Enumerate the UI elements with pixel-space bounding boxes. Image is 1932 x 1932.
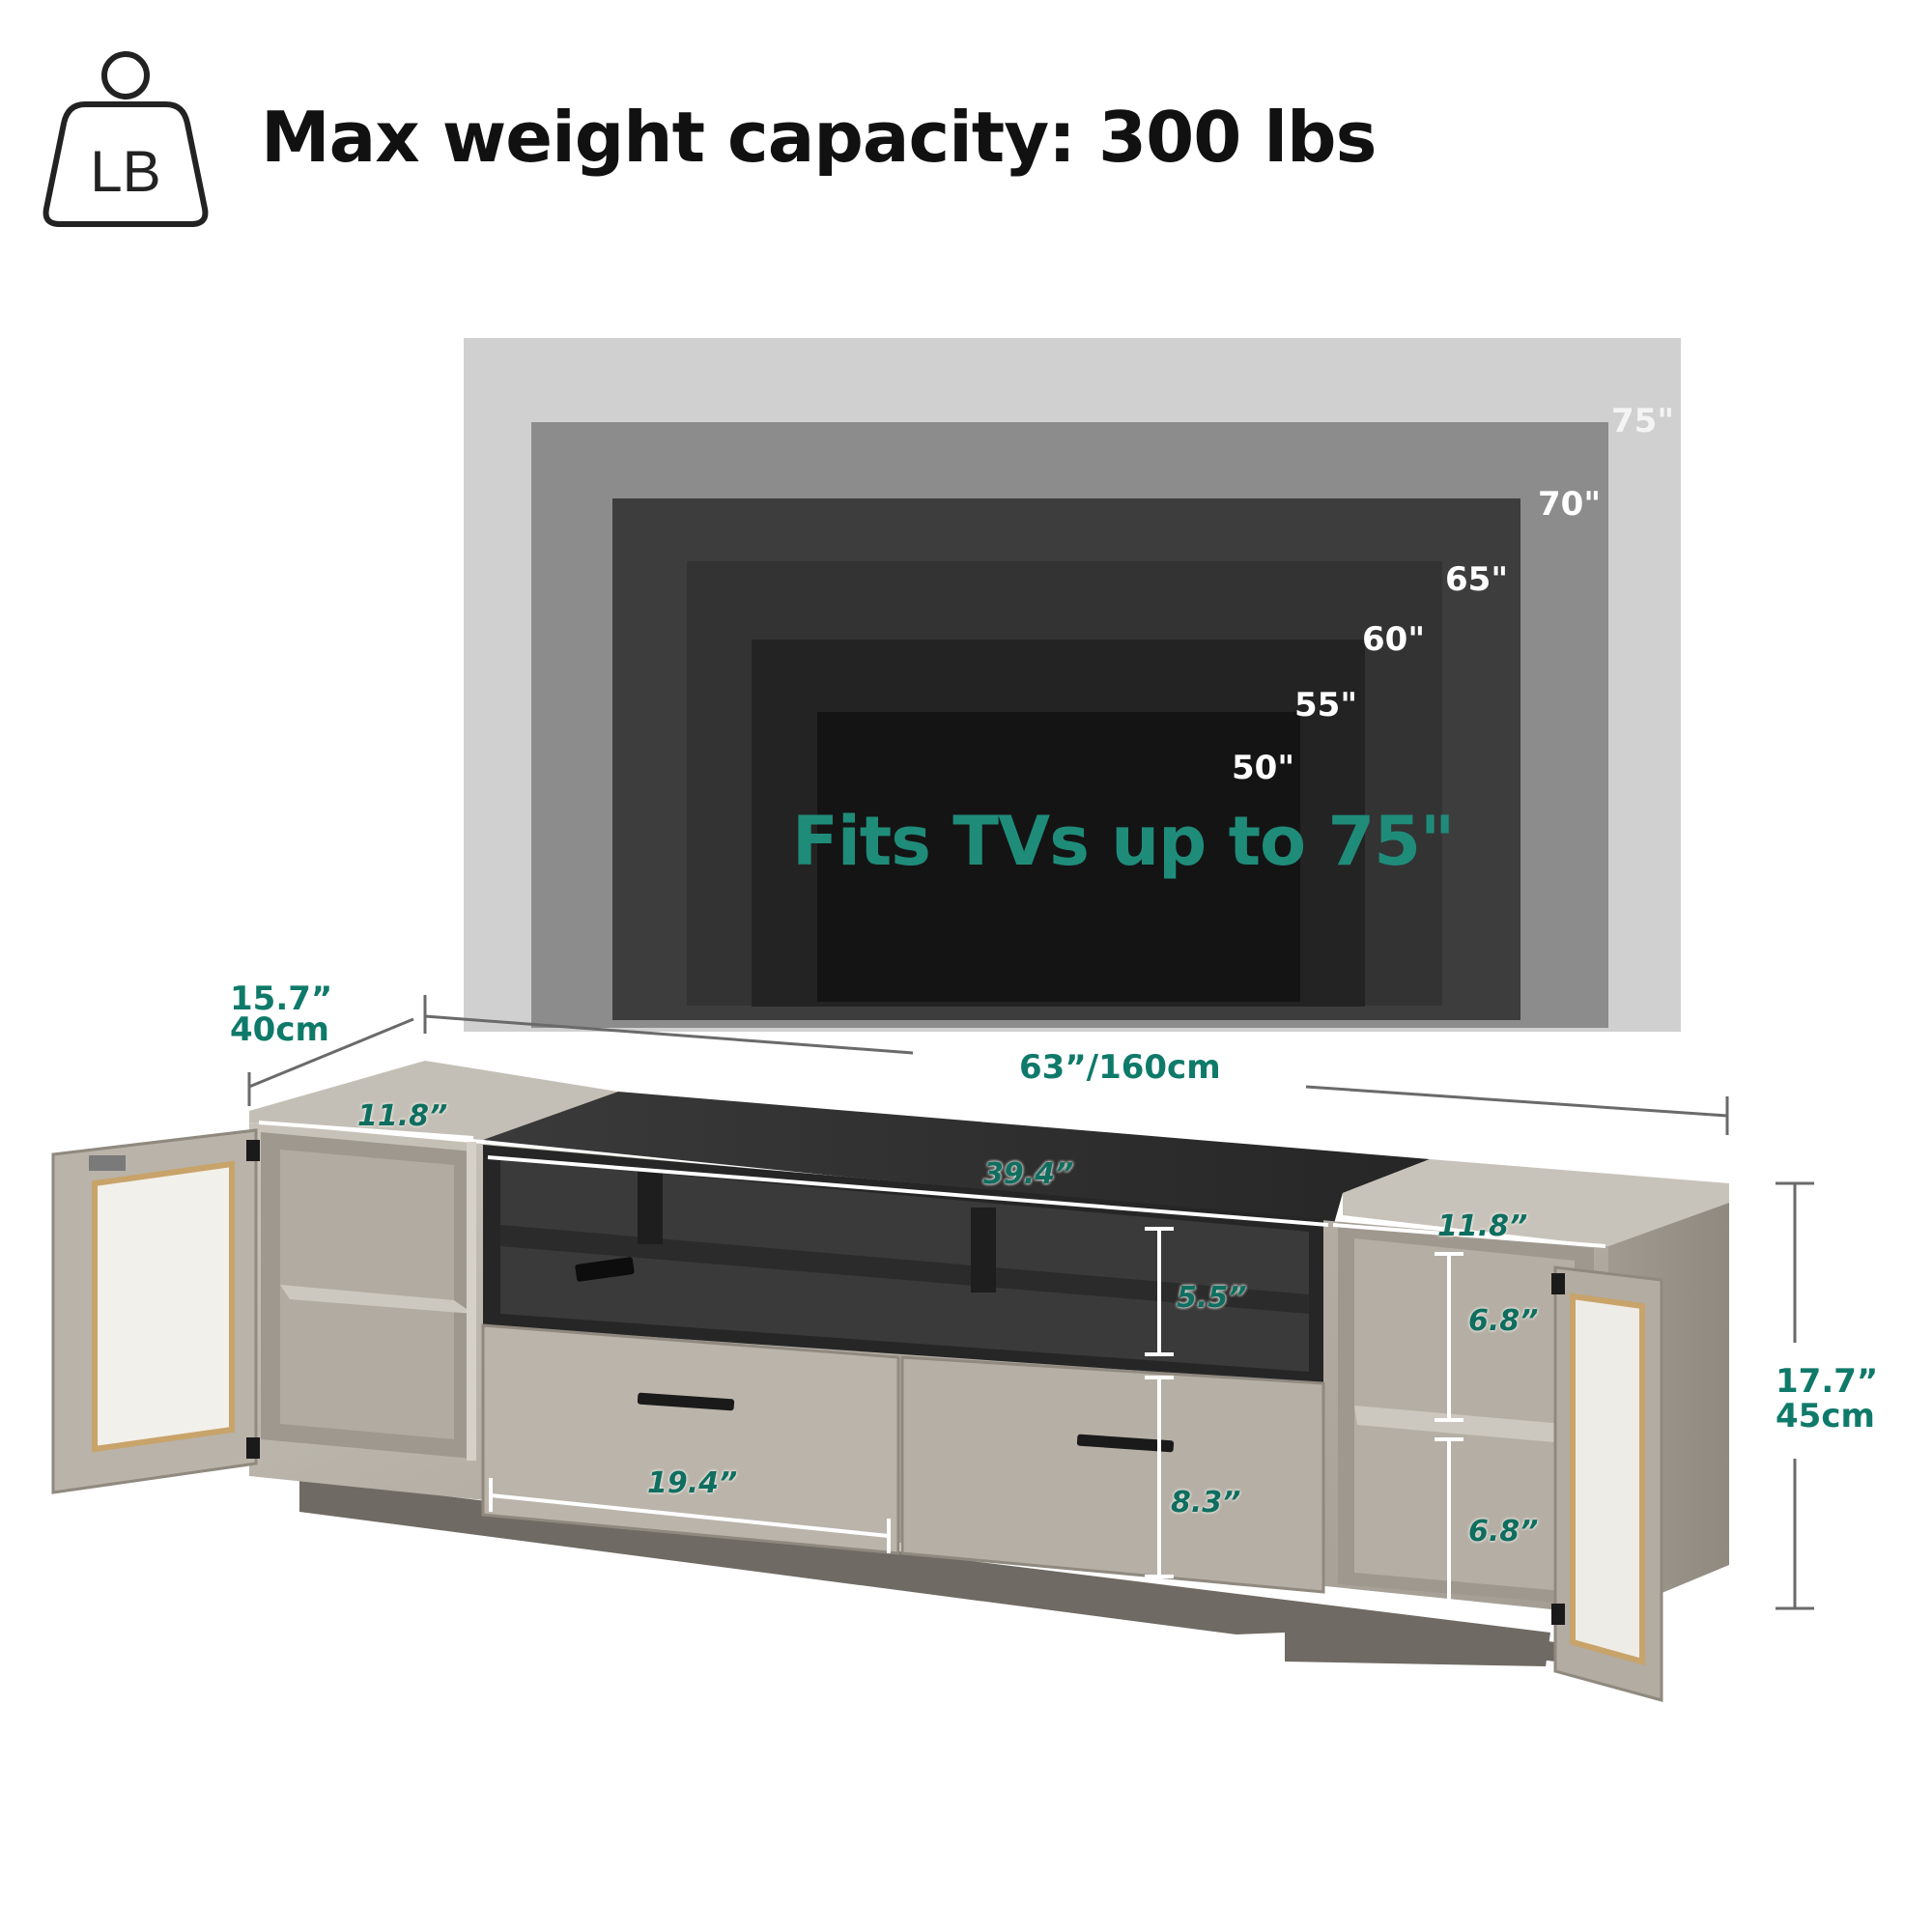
drawer-width-label: 19.4” <box>647 1466 738 1500</box>
left-drawer-handle <box>637 1392 735 1411</box>
right-door-hinge-top <box>1551 1273 1565 1294</box>
left-cabinet-width-label: 11.8” <box>357 1099 448 1133</box>
tv-size-label-60: 60" <box>1362 620 1426 659</box>
height-inches-label: 17.7” <box>1776 1362 1879 1401</box>
tv-stand-illustration <box>51 995 1814 1702</box>
open-shelf-height-label: 5.5” <box>1177 1281 1247 1315</box>
tv-size-label-50: 50" <box>1232 749 1295 787</box>
height-cm-label: 45cm <box>1776 1397 1875 1435</box>
tv-size-label-65: 65" <box>1445 560 1509 599</box>
center-width-label: 39.4” <box>983 1157 1074 1191</box>
tv-size-label-70: 70" <box>1538 485 1602 524</box>
left-cabinet-shelf <box>280 1285 473 1314</box>
fits-tv-text: Fits TVs up to 75" <box>792 802 1455 881</box>
left-drawer <box>481 1323 900 1555</box>
power-outlet <box>575 1257 635 1282</box>
tv-size-label-55: 55" <box>1294 686 1358 724</box>
left-door-glass <box>92 1160 235 1453</box>
tv-size-panel-50 <box>817 712 1300 1002</box>
stand-top-right <box>1343 1159 1729 1246</box>
upper-shelf-height-label: 6.8” <box>1468 1304 1539 1338</box>
right-drawer <box>900 1355 1325 1594</box>
center-divider-right <box>971 1208 996 1293</box>
weight-icon: LB <box>43 51 209 227</box>
stand-top-center <box>483 1092 1430 1227</box>
right-cabinet-shelf <box>1354 1406 1577 1444</box>
right-door-hinge-bottom <box>1551 1604 1565 1625</box>
stand-top-left <box>249 1061 618 1140</box>
max-weight-text: Max weight capacity: 300 lbs <box>261 97 1377 178</box>
lower-shelf-height-label: 6.8” <box>1468 1515 1539 1548</box>
left-door-latch <box>89 1155 126 1171</box>
center-divider-left <box>638 1171 663 1244</box>
dimension-lines <box>247 995 1814 1610</box>
depth-inches-label: 15.7” <box>230 980 333 1018</box>
right-drawer-handle <box>1076 1434 1175 1453</box>
right-door-glass <box>1570 1293 1645 1665</box>
depth-cm-label: 40cm <box>230 1010 329 1049</box>
left-door-hinge-bottom <box>246 1437 260 1459</box>
tv-size-label-75: 75" <box>1611 402 1675 440</box>
overall-width-label: 63”/160cm <box>1019 1048 1221 1087</box>
inner-dimension-lines <box>258 1121 1606 1617</box>
drawer-height-label: 8.3” <box>1171 1486 1241 1520</box>
weight-icon-label: LB <box>90 139 160 204</box>
right-cabinet-width-label: 11.8” <box>1437 1209 1528 1243</box>
left-door-hinge-top <box>246 1140 260 1161</box>
